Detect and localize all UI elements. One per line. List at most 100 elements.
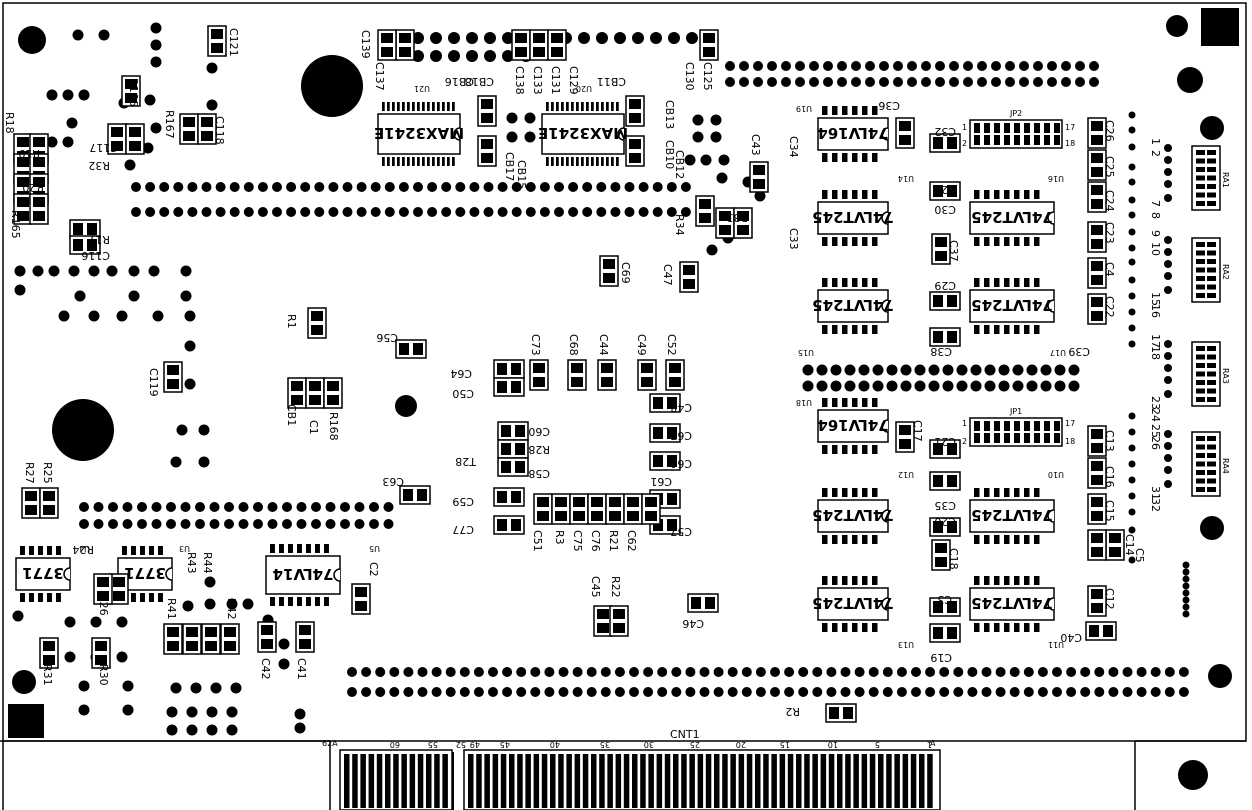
edge-finger [640, 754, 646, 808]
via-dot [921, 77, 931, 87]
edge-finger [533, 754, 540, 808]
via-dot [1066, 667, 1077, 677]
via-dot [206, 706, 218, 718]
via-dot [445, 687, 456, 697]
via-dot [798, 687, 809, 697]
edge-fingers [339, 749, 941, 810]
smd-pad-pair [929, 439, 961, 459]
designator-label: R24 [72, 543, 94, 556]
designator-label: C24 [1103, 190, 1116, 212]
designator-label: C75 [571, 530, 584, 552]
smd-pad-pair [1087, 181, 1107, 213]
via-dot [238, 519, 249, 529]
via-dot [466, 50, 478, 62]
via-dot [431, 667, 442, 677]
via-dot [1178, 667, 1189, 677]
via-dot [539, 182, 550, 192]
via-dot [1061, 61, 1071, 71]
via-dot [209, 502, 220, 512]
via-dot [795, 77, 805, 87]
smd-pad-pair [1087, 257, 1107, 289]
via-dot [858, 364, 870, 376]
via-dot [294, 722, 306, 734]
designator-label: C45 [589, 576, 602, 598]
edge-finger [746, 754, 753, 808]
designator-label: CB15 [515, 160, 528, 189]
via-dot [953, 667, 964, 677]
via-dot [186, 724, 198, 736]
via-dot [144, 94, 156, 106]
via-dot [967, 687, 978, 697]
chip-id-label: U18 [796, 398, 812, 407]
via-dot [286, 207, 297, 217]
via-dot [1164, 248, 1172, 256]
via-dot [995, 667, 1006, 677]
designator-label: R30 [97, 664, 110, 686]
via-dot [826, 687, 837, 697]
via-dot [74, 290, 86, 302]
via-dot [150, 56, 162, 68]
via-dot [1164, 340, 1172, 348]
via-dot [524, 131, 536, 143]
via-dot [272, 182, 282, 192]
via-dot [668, 32, 680, 44]
via-dot [830, 364, 842, 376]
designator-label: C51 [531, 530, 544, 552]
smd-pad-pair [587, 493, 607, 525]
edge-finger [673, 754, 679, 808]
smd-pad-pair [825, 703, 857, 723]
via-dot [325, 502, 336, 512]
designator-label: R19 [18, 147, 40, 160]
smd-pad-pair [93, 573, 113, 605]
header-pin-label: 18 [1065, 437, 1075, 446]
ic-chip: 74LVT245 [969, 488, 1055, 544]
via-dot [79, 502, 89, 512]
smd-pad-pair [497, 421, 529, 441]
smd-pad-pair [179, 113, 199, 145]
via-dot [1182, 596, 1190, 604]
via-dot [1182, 561, 1190, 569]
designator-label: C66 [670, 457, 692, 470]
via-dot [206, 62, 218, 74]
via-dot [209, 519, 220, 529]
via-dot [1108, 667, 1119, 677]
via-dot [257, 182, 268, 192]
smd-pad-pair [29, 193, 49, 225]
resistor-array-pin: 2 [1149, 150, 1162, 157]
resistor-array-label: RA3 [1221, 368, 1230, 384]
via-dot [741, 687, 752, 697]
via-dot [116, 616, 128, 628]
via-dot [614, 687, 625, 697]
via-dot [166, 502, 176, 512]
edge-finger [352, 754, 358, 808]
designator-label: C137 [373, 62, 386, 91]
via-dot [1128, 276, 1136, 284]
designator-label: C38 [930, 345, 952, 358]
via-dot [1128, 444, 1136, 452]
via-dot [122, 704, 134, 716]
fiducial [1208, 664, 1232, 688]
connector-pin-number: 60 [390, 740, 400, 749]
via-dot [1128, 126, 1136, 134]
via-dots [12, 22, 1190, 736]
ic-chip: 74LVT245 [812, 488, 894, 544]
via-dot [1068, 364, 1080, 376]
edge-finger [517, 754, 523, 808]
via-dot [572, 687, 583, 697]
smd-pad-pair [641, 493, 661, 525]
smd-pad-pair [1087, 149, 1107, 181]
edge-finger [664, 754, 671, 808]
smd-pad-pair [493, 487, 525, 507]
connector-pin-number: 35 [600, 740, 610, 749]
via-dot [1023, 667, 1034, 677]
via-dot [539, 207, 550, 217]
fiducial [12, 670, 36, 694]
ic-chip: 74LVT245 [812, 278, 894, 334]
via-dot [809, 61, 819, 71]
edge-finger [853, 754, 859, 808]
smd-pad-pair [695, 195, 715, 227]
via-dot [383, 519, 394, 529]
smd-pad-pair [1087, 457, 1107, 489]
designator-label: C17 [911, 420, 924, 442]
via-dot [1164, 156, 1172, 164]
